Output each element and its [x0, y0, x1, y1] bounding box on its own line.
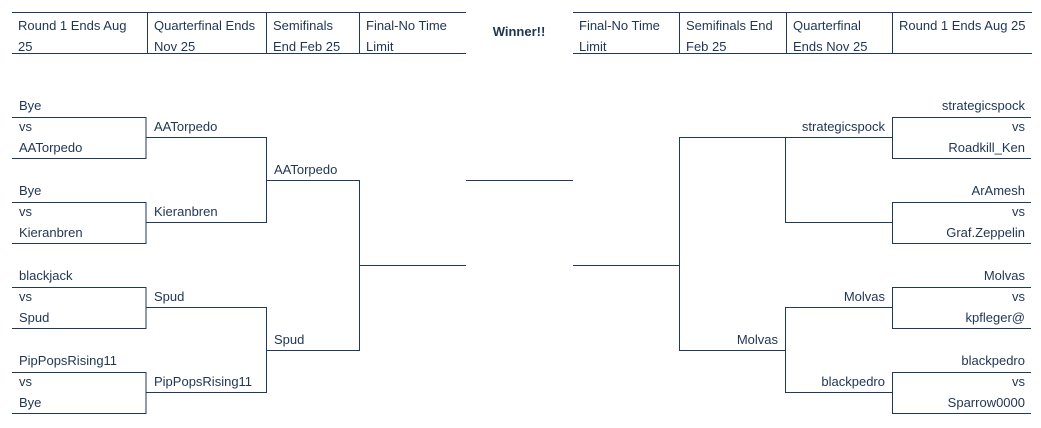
right-r1-m3-bottom: kpfleger@	[965, 310, 1025, 325]
left-round-header: Round 1 Ends Aug 25 Quarterfinal Ends No…	[12, 12, 466, 54]
right-qf-2: Molvas	[843, 289, 885, 304]
header-left-final: Final-No Time Limit	[359, 13, 466, 54]
right-r1-m3-vs: vs	[1012, 289, 1025, 304]
right-r1-m2-vs: vs	[1012, 204, 1025, 219]
right-sf-1: Molvas	[736, 332, 778, 347]
left-r1-m4-vs: vs	[19, 374, 32, 389]
winner-heading: Winner!!	[492, 24, 546, 39]
right-r1-m2-bottom: Graf.Zeppelin	[946, 225, 1025, 240]
left-qf-3: Spud	[154, 289, 185, 304]
left-sf-2: Spud	[274, 332, 305, 347]
left-r1-m3-vs: vs	[19, 289, 32, 304]
right-r1-m1-bottom: Roadkill_Ken	[948, 140, 1025, 155]
left-r1-m4-top: PipPopsRising11	[19, 353, 118, 368]
right-round-header: Final-No Time Limit Semifinals End Feb 2…	[573, 12, 1032, 54]
left-r1-m4-bottom: Bye	[19, 395, 42, 410]
right-r1-m2-top: ArAmesh	[971, 183, 1025, 198]
left-r1-m2-top: Bye	[19, 183, 42, 198]
right-r1-m4-bottom: Sparrow0000	[947, 395, 1025, 410]
header-left-round1: Round 1 Ends Aug 25	[18, 18, 127, 54]
right-qf-1: strategicspock	[801, 119, 885, 134]
left-r1-m2-bottom: Kieranbren	[19, 225, 83, 240]
header-right-quarterfinal: Quarterfinal Ends Nov 25	[786, 13, 892, 54]
left-r1-m1-vs: vs	[19, 119, 32, 134]
right-sf-2: blackpedro	[821, 374, 885, 389]
left-sf-1: AATorpedo	[274, 162, 338, 177]
left-r1-m2-vs: vs	[19, 204, 32, 219]
header-right-round1: Round 1 Ends Aug 25	[892, 13, 1032, 53]
right-r1-m3-top: Molvas	[983, 268, 1025, 283]
header-left-semifinal: Semifinals End Feb 25	[266, 13, 359, 54]
header-left-quarterfinal: Quarterfinal Ends Nov 25	[147, 13, 266, 54]
right-r1-m1-vs: vs	[1012, 119, 1025, 134]
left-qf-4: PipPopsRising11	[154, 374, 253, 389]
left-qf-1: AATorpedo	[154, 119, 218, 134]
left-r1-m3-bottom: Spud	[19, 310, 50, 325]
left-qf-2: Kieranbren	[154, 204, 218, 219]
right-r1-m4-vs: vs	[1012, 374, 1025, 389]
header-right-semifinal: Semifinals End Feb 25	[679, 13, 786, 54]
left-r1-m1-bottom: AATorpedo	[19, 140, 83, 155]
left-r1-m3-top: blackjack	[19, 268, 73, 283]
left-r1-m1-top: Bye	[19, 98, 42, 113]
header-right-final: Final-No Time Limit	[579, 18, 660, 54]
right-r1-m4-top: blackpedro	[961, 353, 1025, 368]
right-r1-m1-top: strategicspock	[941, 98, 1025, 113]
